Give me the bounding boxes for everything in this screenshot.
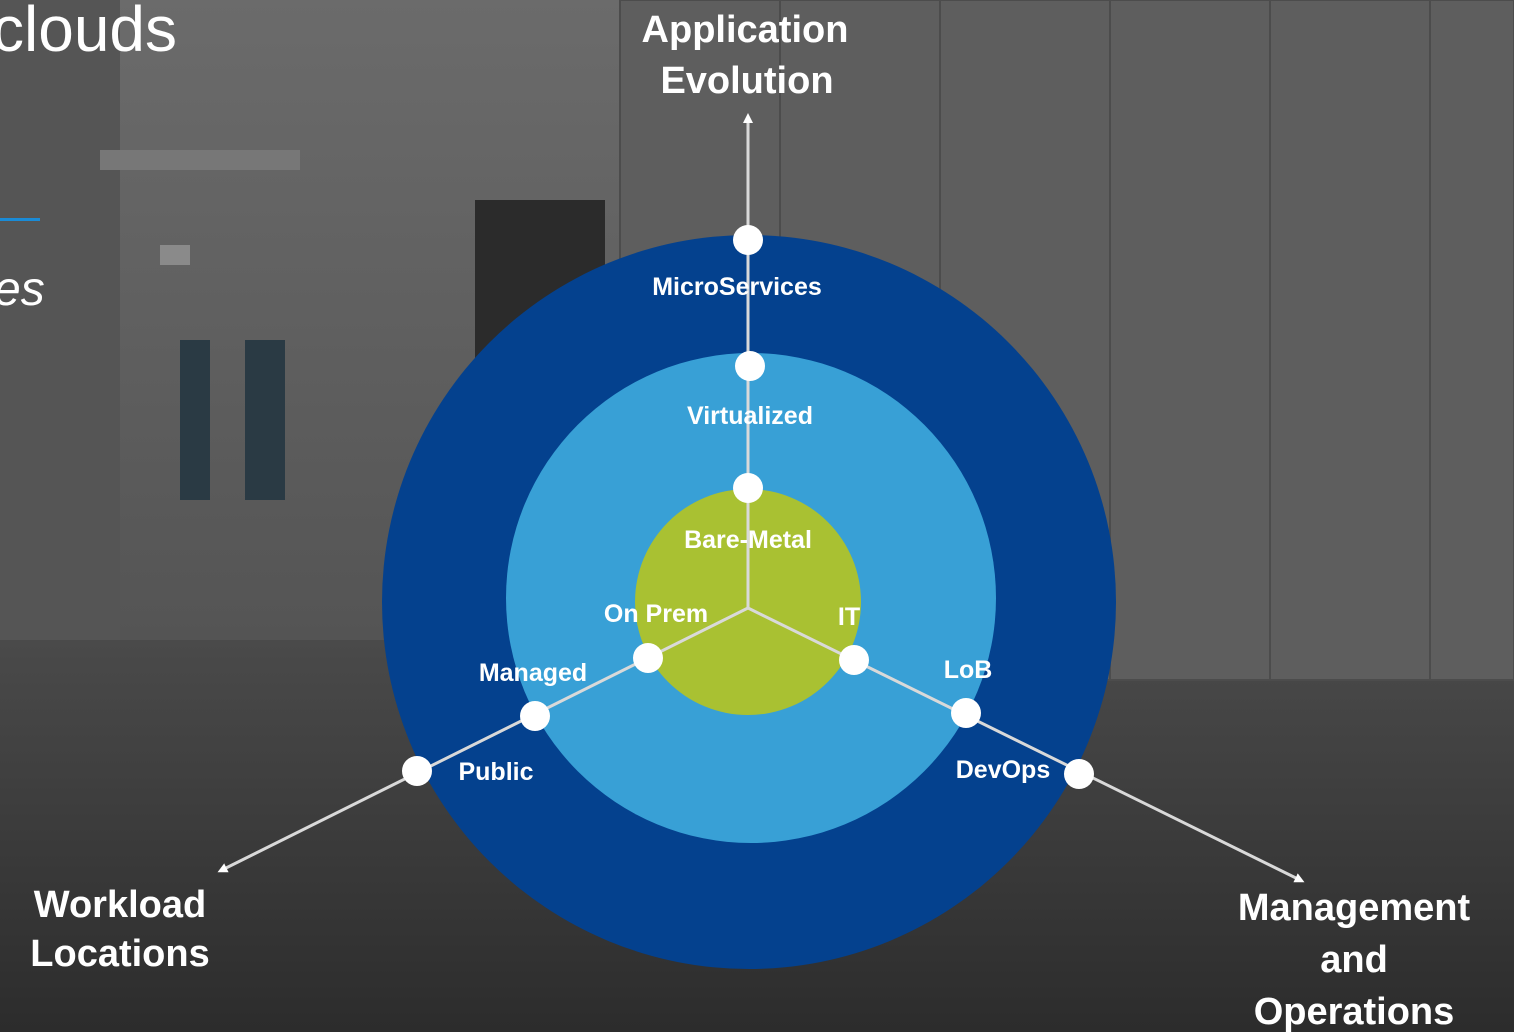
slide-subtitle-fragment: es — [0, 263, 45, 316]
axis-title-left-line1: Workload — [34, 884, 206, 926]
label-public: Public — [458, 758, 533, 786]
node-microservices — [733, 225, 763, 255]
node-lob — [951, 698, 981, 728]
axis-title-left-line2: Locations — [30, 933, 209, 975]
axis-title-top-line2: Evolution — [660, 60, 833, 102]
axis-title-top-line1: Application — [642, 9, 849, 51]
node-devops — [1064, 759, 1094, 789]
axis-title-right-line3: Operations — [1254, 991, 1455, 1032]
axis-title-right-line2: and — [1320, 939, 1388, 981]
label-virtualized: Virtualized — [687, 402, 813, 430]
label-it: IT — [838, 603, 860, 631]
label-devops: DevOps — [956, 756, 1050, 784]
label-on-prem: On Prem — [604, 600, 708, 628]
accent-rule — [0, 218, 40, 221]
label-managed: Managed — [479, 659, 587, 687]
label-lob: LoB — [944, 656, 993, 684]
node-bare-metal — [733, 473, 763, 503]
slide-title-fragment: clouds — [0, 0, 177, 65]
node-on-prem — [633, 643, 663, 673]
node-public — [402, 756, 432, 786]
axis-title-right-line1: Management — [1238, 887, 1471, 929]
right-axis-line — [747, 606, 1305, 883]
node-managed — [520, 701, 550, 731]
node-it — [839, 645, 869, 675]
node-virtualized — [735, 351, 765, 381]
label-microservices: MicroServices — [652, 273, 822, 301]
label-bare-metal: Bare-Metal — [684, 526, 812, 554]
